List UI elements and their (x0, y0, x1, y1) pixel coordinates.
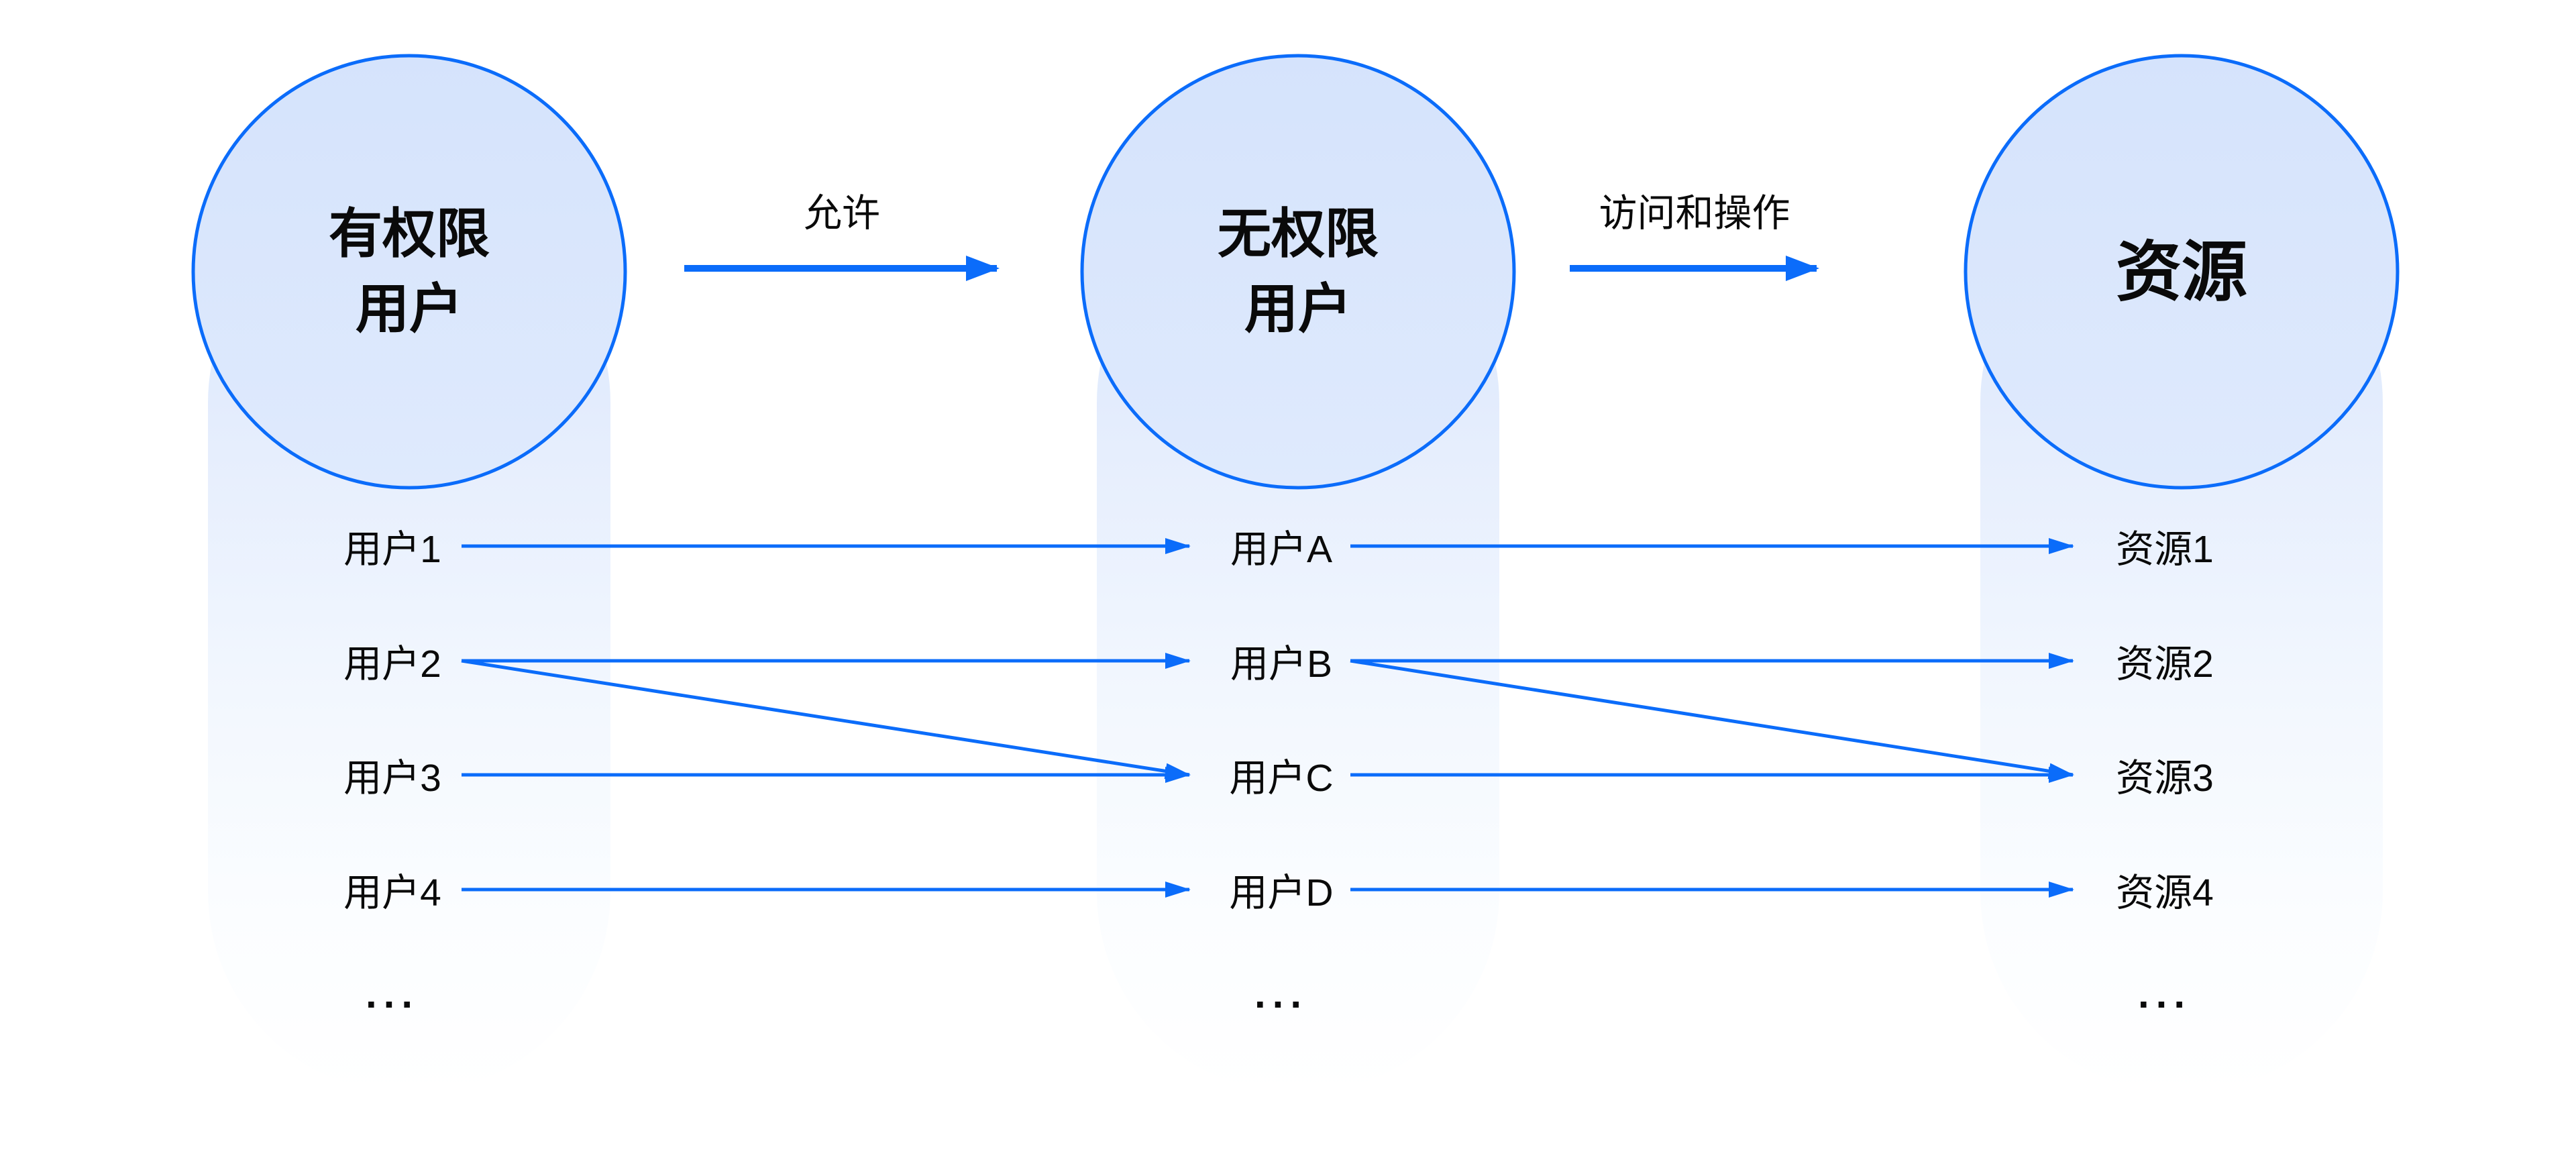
flow-arrow-label-1: 访问和操作 (1599, 192, 1790, 235)
connector-line-2 (461, 659, 1191, 780)
item-label-privileged-users-0: 用户1 (343, 528, 441, 571)
circle-label-non-privileged-users: 无权限 用户 (1218, 204, 1379, 339)
item-label-non-privileged-users-1: 用户B (1230, 643, 1333, 686)
flow-arrow-label-0: 允许 (804, 192, 880, 235)
item-label-privileged-users-3: 用户4 (343, 871, 441, 914)
circle-privileged-users (191, 54, 627, 490)
item-label-resources-3: 资源4 (2116, 871, 2214, 914)
more-label-privileged-users: ... (365, 971, 420, 1016)
item-label-resources-2: 资源3 (2116, 757, 2214, 800)
circle-resources (1964, 54, 2400, 490)
item-label-non-privileged-users-2: 用户C (1229, 757, 1334, 800)
item-label-resources-0: 资源1 (2116, 528, 2214, 571)
item-label-privileged-users-2: 用户3 (343, 757, 441, 800)
circle-label-resources: 资源 (2115, 234, 2247, 309)
item-label-non-privileged-users-0: 用户A (1230, 528, 1333, 571)
item-label-privileged-users-1: 用户2 (343, 643, 441, 686)
more-label-resources: ... (2137, 971, 2192, 1016)
item-label-non-privileged-users-3: 用户D (1229, 871, 1334, 914)
circle-non-privileged-users (1080, 54, 1516, 490)
connector-line-7 (1350, 659, 2074, 780)
item-label-resources-1: 资源2 (2116, 643, 2214, 686)
more-label-non-privileged-users: ... (1254, 971, 1309, 1016)
circle-label-privileged-users: 有权限 用户 (329, 204, 490, 339)
